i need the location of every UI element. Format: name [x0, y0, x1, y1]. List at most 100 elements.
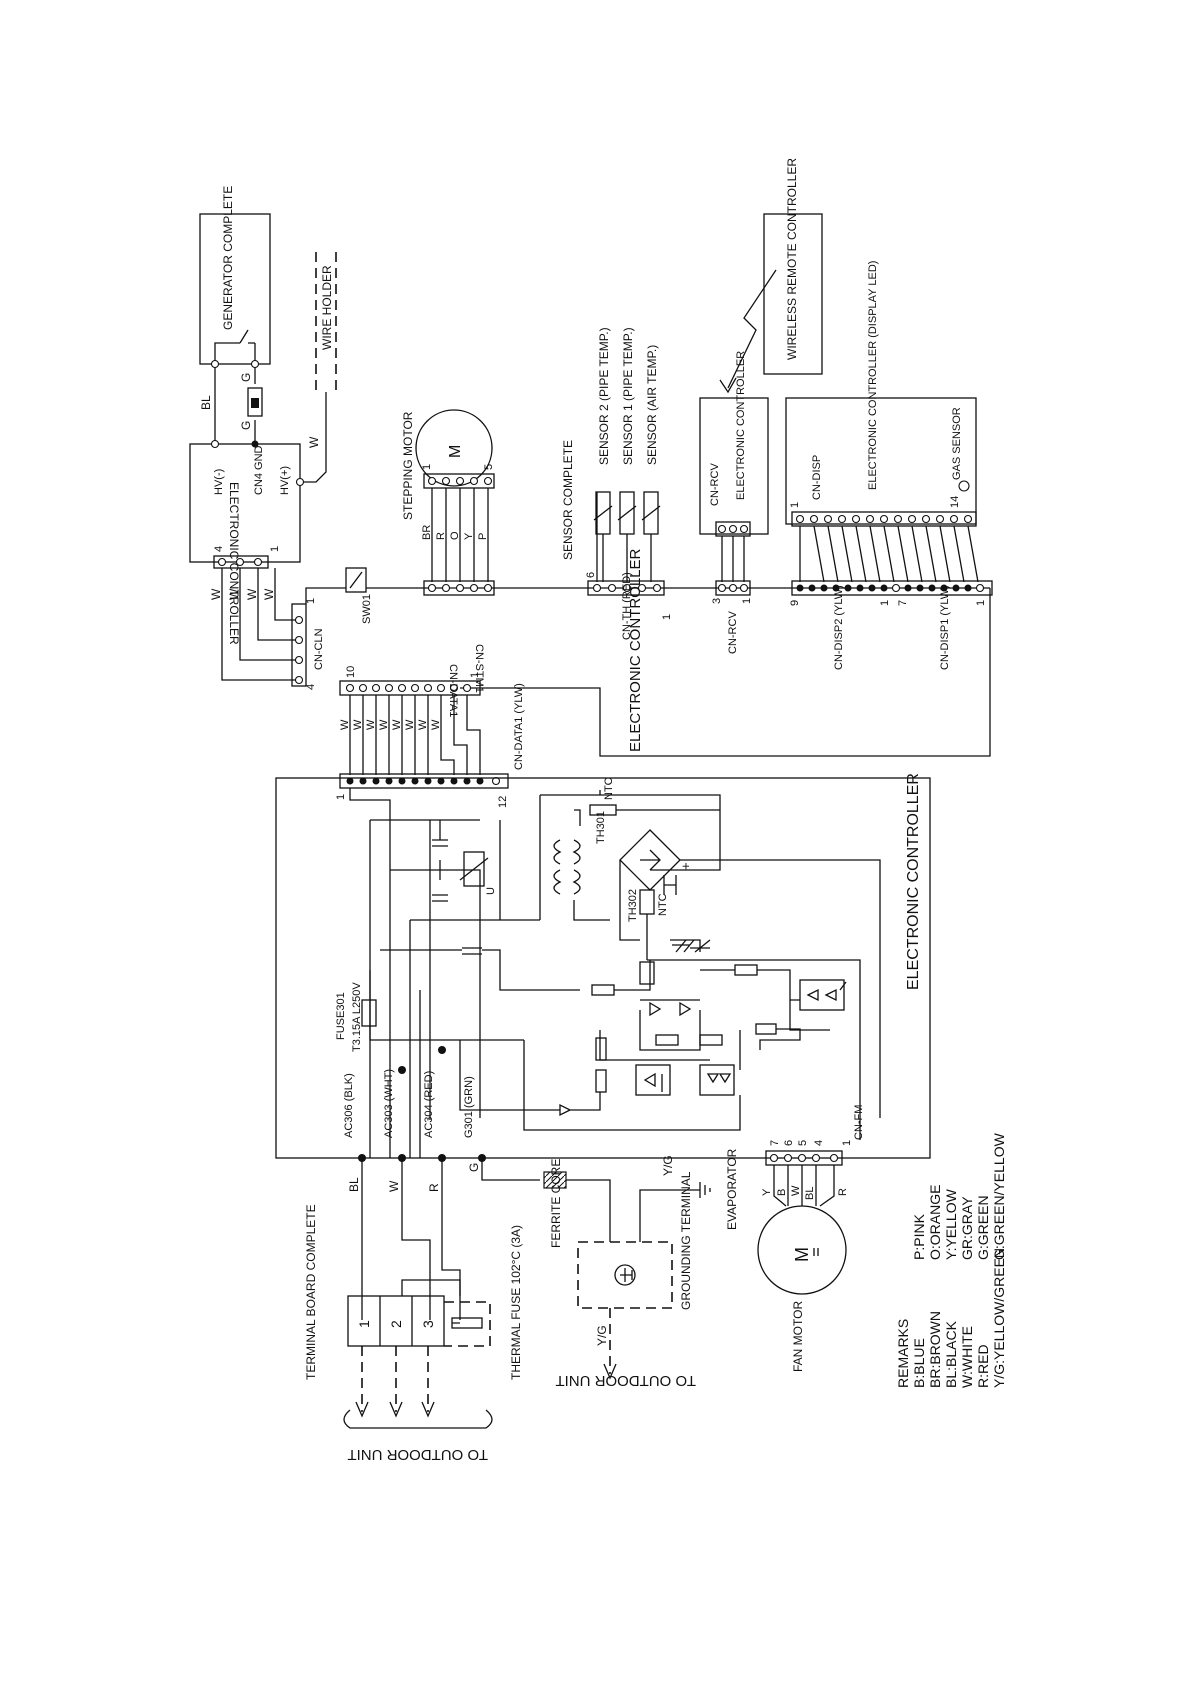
fm-pin5: 5	[797, 1140, 809, 1146]
stepping-motor	[415, 409, 493, 487]
cn-data1-wires	[349, 695, 481, 775]
wire-w-top: W	[307, 436, 321, 448]
wire-r-ac: R	[427, 1183, 441, 1192]
rcv-controller-label: ELECTRONIC CONTROLLER	[735, 351, 747, 500]
fm-pin4: 4	[813, 1140, 825, 1146]
wireless-remote-label: WIRELESS REMOTE CONTROLLER	[785, 158, 799, 360]
cn-cln-connector	[291, 603, 307, 687]
grounding-terminal-label: GROUNDING TERMINAL	[679, 1171, 693, 1310]
stepping-motor-m: M	[447, 445, 464, 458]
fan-motor	[757, 1205, 847, 1295]
cn-stm1-label: CN-STM1	[473, 644, 485, 693]
remark-gr: GR:GRAY	[959, 1196, 975, 1260]
data1-bottom-pin1: 1	[335, 794, 347, 800]
rcv-pin3: 3	[711, 598, 723, 604]
fm-pin7: 7	[769, 1140, 781, 1146]
svg-text:W: W	[378, 719, 390, 730]
wire-p: P	[477, 533, 489, 540]
cn-rcv-label: CN-RCV	[727, 611, 739, 654]
cn-disp1-label: CN-DISP1 (YLW)	[939, 585, 951, 670]
wire-g-ac: G	[467, 1163, 481, 1172]
remark-bl: BL:BLACK	[943, 1320, 959, 1388]
remark-gy: G:GREEN/YELLOW	[991, 1132, 1007, 1260]
wire-br: BR	[421, 525, 433, 540]
svg-text:W: W	[339, 719, 351, 730]
pin-1-top: 1	[269, 546, 281, 552]
cn-th-label: CN-TH (RED)	[621, 572, 633, 640]
terminal-3: 3	[420, 1320, 436, 1328]
cn-stm1-connector	[423, 580, 495, 596]
svg-text:W: W	[391, 719, 403, 730]
wire-w-cln-4: W	[262, 588, 276, 600]
main-controller-box	[275, 777, 931, 1159]
cn-disp2-label: CN-DISP2 (YLW)	[833, 585, 845, 670]
disp-pin1: 1	[789, 502, 801, 508]
remark-p: P:PINK	[911, 1213, 927, 1260]
remark-w: W:WHITE	[959, 1326, 975, 1388]
disp1-pin1: 1	[975, 600, 987, 606]
main-controller-label: ELECTRONIC CONTROLLER	[905, 773, 922, 990]
cn-th-pin1: 1	[661, 614, 673, 620]
remark-y: Y:YELLOW	[943, 1188, 959, 1260]
fan-wire-y: Y	[761, 1188, 773, 1196]
disp-pin14: 14	[949, 496, 961, 508]
disp2-pin1: 1	[879, 600, 891, 606]
remark-br: BR:BROWN	[927, 1311, 943, 1388]
cn-data1-top-connector	[339, 680, 481, 696]
cn-cln-label: CN-CLN	[313, 628, 325, 670]
fm-pin1: 1	[841, 1140, 853, 1146]
generator-label: GENERATOR COMPLETE	[221, 186, 235, 330]
sw01-label: SW01	[361, 594, 373, 624]
fan-wire-w: W	[790, 1185, 802, 1196]
disp-pins-bottom	[796, 583, 985, 593]
gas-sensor-label: GAS SENSOR	[951, 407, 963, 480]
top-section: GENERATOR COMPLETE WIRE HOLDER ELECTRONI…	[189, 158, 993, 808]
sensor-complete-label: SENSOR COMPLETE	[561, 440, 575, 560]
ferrite-core-label: FERRITE CORE	[549, 1159, 563, 1248]
rcv-pin1: 1	[741, 598, 753, 604]
generator-box	[199, 213, 271, 365]
to-outdoor-unit-1: TO OUTDOOR UNIT	[347, 1446, 488, 1463]
remarks-legend: REMARKS B:BLUE BR:BROWN BL:BLACK W:WHITE…	[895, 1132, 1007, 1388]
wire-y-stm: Y	[463, 532, 475, 540]
fuse301	[361, 999, 377, 1027]
main-circuitry: U NTC TH301 TH302 NTC +	[349, 777, 881, 1158]
svg-text:W: W	[404, 719, 416, 730]
cn4-gnd-label: CN4 GND	[253, 445, 265, 495]
sensor-thermistors	[593, 491, 661, 582]
cn-data1-top-pins	[345, 683, 472, 693]
remarks-title: REMARKS	[895, 1319, 911, 1388]
fm-pin6: 6	[783, 1140, 795, 1146]
fan-motor-m: M	[792, 1247, 812, 1262]
rcv-controller-box	[699, 397, 769, 535]
stepping-motor-label: STEPPING MOTOR	[401, 411, 415, 520]
evaporator-label: EVAPORATOR	[725, 1148, 739, 1230]
mid-controller-outline	[460, 588, 991, 757]
wire-w-cln-1: W	[209, 588, 223, 600]
cn-data1-label: CN-DATA1	[447, 664, 459, 717]
wire-bl-ac: BL	[347, 1177, 361, 1192]
cn-fm-label: CN-FM	[853, 1105, 865, 1140]
terminal-board-label: TERMINAL BOARD COMPLETE	[304, 1204, 318, 1380]
th301-label: TH301	[595, 811, 607, 844]
th302-label: TH302	[627, 889, 639, 922]
cn-th-connector	[587, 580, 665, 596]
cn-data1-bottom-connector	[339, 773, 509, 789]
wire-o: O	[449, 531, 461, 540]
data1-pin1: 1	[469, 672, 481, 678]
to-outdoor-unit-2: TO OUTDOOR UNIT	[555, 1372, 696, 1389]
fuse-rating-label: T3.15A L250V	[351, 982, 363, 1052]
mid-controller-label: ELECTRONIC CONTROLLER	[627, 548, 644, 752]
cn-cln-pin1: 1	[305, 598, 317, 604]
top-controller-box	[189, 443, 301, 563]
sw01-switch	[345, 567, 367, 593]
fan-wire-bl: BL	[804, 1187, 816, 1200]
wire-w-ac: W	[387, 1180, 401, 1192]
stm-pin1: 1	[421, 464, 433, 470]
disp-wires	[799, 525, 979, 583]
ntc-top-label: NTC	[603, 777, 615, 800]
stm-pin5: 5	[483, 464, 495, 470]
cn-disp-connectors	[791, 580, 993, 596]
terminal-1: 1	[356, 1320, 372, 1328]
wire-w-cln-2: W	[227, 588, 241, 600]
